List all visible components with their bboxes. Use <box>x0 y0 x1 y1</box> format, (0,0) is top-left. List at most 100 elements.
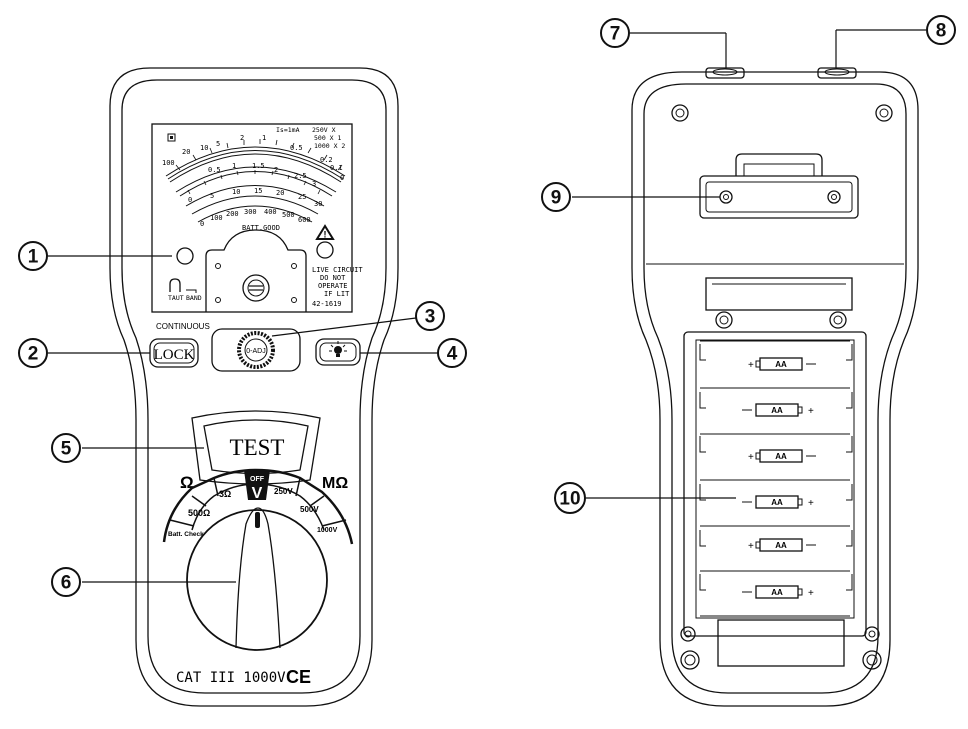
ohm-symbol: Ω <box>180 473 194 492</box>
meter-window <box>151 123 353 313</box>
callout-1: 1 <box>18 241 48 271</box>
svg-text:+: + <box>808 588 814 599</box>
battery: + AA <box>748 449 816 463</box>
svg-text:+: + <box>748 452 754 463</box>
svg-text:3: 3 <box>425 307 436 328</box>
hanger-clip <box>735 153 823 176</box>
callout-8: 8 <box>926 15 956 45</box>
meter-range-line-3: 1000 X 2 <box>314 142 345 150</box>
scale-label: 0 <box>188 196 192 204</box>
svg-text:+: + <box>808 498 814 509</box>
back-screw <box>875 104 893 122</box>
warning-line: IF LIT <box>324 290 350 298</box>
dial-position-1000v: 1000V <box>317 527 338 534</box>
svg-text:+: + <box>748 360 754 371</box>
scale-label: 15 <box>254 187 262 195</box>
svg-text:+: + <box>808 406 814 417</box>
back-outer-body <box>631 71 919 707</box>
scale-label: 25 <box>298 193 306 201</box>
front-view: Is=1mA 250V X 500 X 1 1000 X 2 <box>109 67 399 707</box>
scale-label: 100 <box>210 214 223 222</box>
light-button[interactable] <box>315 338 361 366</box>
lightbulb-icon <box>329 341 347 357</box>
scale-label: 400 <box>264 208 277 216</box>
front-outer-body <box>109 67 399 707</box>
battery-label: AA <box>775 360 787 369</box>
svg-text:2: 2 <box>28 344 39 365</box>
meter-header-text: Is=1mA <box>276 126 300 134</box>
scale-label: 300 <box>244 208 257 216</box>
scale-label: 0.5 <box>290 144 303 152</box>
callout-5: 5 <box>51 433 81 463</box>
meter-range-line-1: 250V X <box>312 126 336 134</box>
dial-position-500v: 500V <box>300 505 319 514</box>
rotary-selector-knob[interactable] <box>186 509 328 651</box>
live-circuit-lamp <box>316 241 334 259</box>
meter-pivot-housing <box>205 229 307 312</box>
svg-text:1: 1 <box>28 247 39 268</box>
callout-4: 4 <box>437 338 467 368</box>
zero-adj-label: 0-ADJ <box>246 348 265 355</box>
svg-text:8: 8 <box>936 21 947 42</box>
scale-label: 20 <box>276 189 284 197</box>
scale-label: 0.2 <box>320 156 333 164</box>
band-label-band: BAND <box>186 294 202 302</box>
input-jack-right[interactable] <box>817 67 857 79</box>
battery-label: AA <box>775 541 787 550</box>
scale-top-labels: 100 20 10 5 2 1 0.5 0.2 0.1 0 <box>162 134 344 182</box>
knob-pointer <box>255 512 260 528</box>
back-screw <box>862 650 882 670</box>
battery-compartment <box>683 331 867 637</box>
scale-label: 1.5 <box>252 162 265 170</box>
test-button-housing <box>191 410 321 485</box>
battery: AA + <box>742 495 814 509</box>
back-inner-body <box>643 83 907 694</box>
battery-latch[interactable] <box>705 277 853 311</box>
scale-label: 0 <box>340 174 344 182</box>
battery: + AA <box>748 357 816 371</box>
dial-position-500-ohm: 500Ω <box>188 508 210 518</box>
warning-triangle-icon <box>315 224 335 240</box>
svg-text:9: 9 <box>551 188 562 209</box>
scale-label: 3 <box>312 180 316 188</box>
warning-line: DO NOT <box>320 274 346 282</box>
warning-line: OPERATE <box>318 282 348 290</box>
leader-lines <box>48 29 926 583</box>
scale-label: 2 <box>274 166 278 174</box>
svg-text:!: ! <box>324 230 327 240</box>
zero-adj-knob[interactable] <box>237 331 275 369</box>
scale-volt-labels: 0 100 200 300 400 500 600 <box>200 208 311 228</box>
callout-10: 10 <box>554 482 586 514</box>
battery: AA + <box>742 585 814 599</box>
dial-position-v: V <box>252 485 263 502</box>
scale-label: 0 <box>200 220 204 228</box>
svg-text:6: 6 <box>61 573 72 594</box>
ce-mark: CE <box>286 667 311 687</box>
scale-label: 1 <box>262 134 266 142</box>
scale-label: 10 <box>232 188 240 196</box>
svg-text:+: + <box>748 541 754 552</box>
battery-label: AA <box>771 406 783 415</box>
scale-label: 0.1 <box>330 164 343 172</box>
zero-adj-housing <box>211 328 301 372</box>
svg-text:10: 10 <box>559 489 580 510</box>
scale-label: 2.5 <box>294 172 307 180</box>
scale-label: 100 <box>162 159 175 167</box>
front-inner-body <box>121 79 387 694</box>
battery: + AA <box>748 538 816 552</box>
scale-mid-labels: 0.5 1 1.5 2 2.5 3 <box>208 162 316 188</box>
batt-good-label: BATT.GOOD <box>242 224 280 232</box>
callout-9: 9 <box>541 182 571 212</box>
back-screw <box>671 104 689 122</box>
scale-label: 30 <box>314 200 322 208</box>
input-jack-left[interactable] <box>705 67 745 79</box>
battery-indicator-lamp <box>176 247 194 265</box>
scale-label: 20 <box>182 148 190 156</box>
cat-rating-label: CAT III 1000V <box>176 670 286 686</box>
battery-label: AA <box>771 588 783 597</box>
test-button-label: TEST <box>230 435 285 460</box>
lock-button-label: LOCK <box>154 347 195 363</box>
scale-label: 200 <box>226 210 239 218</box>
magnet-icon <box>169 278 181 292</box>
